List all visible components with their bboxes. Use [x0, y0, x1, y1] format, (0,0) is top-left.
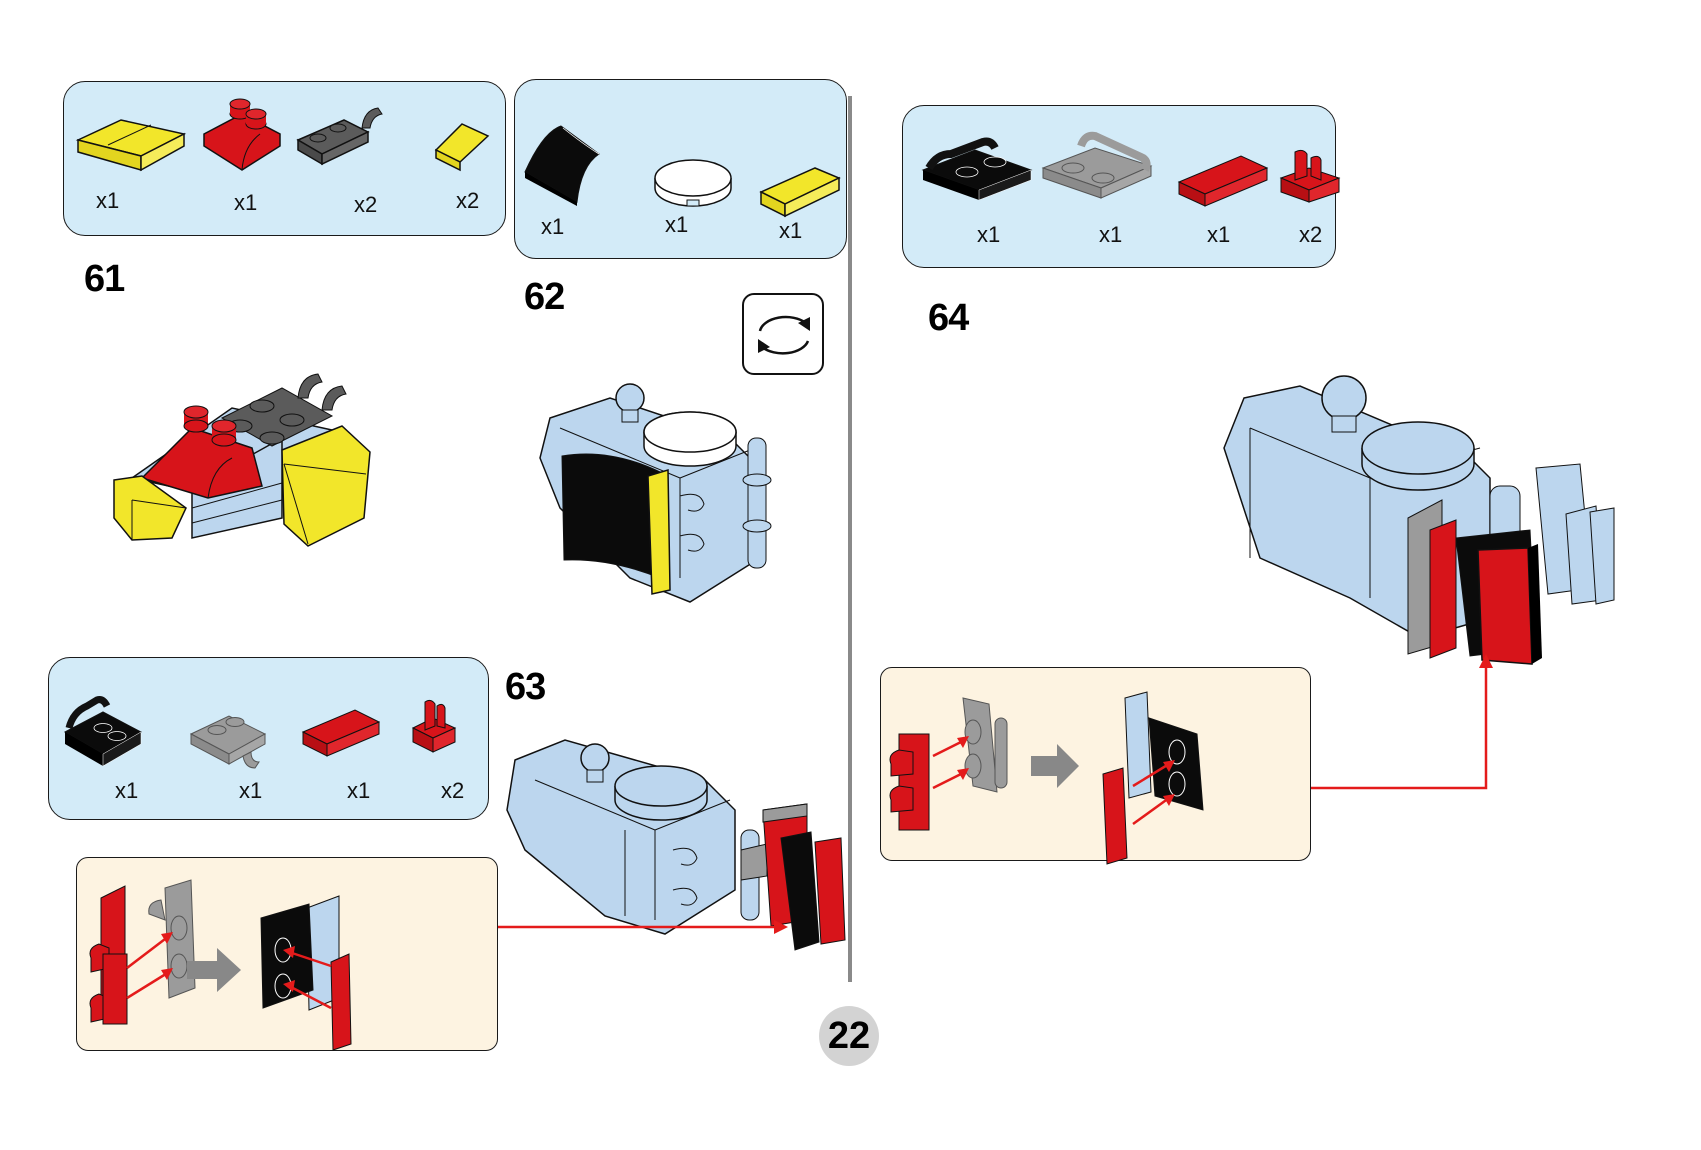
step-64-model — [1223, 375, 1615, 665]
step-64-connector-arrow — [1311, 654, 1493, 790]
black-handle-plate-icon — [921, 137, 1033, 201]
black-handle-plate-icon — [63, 696, 143, 767]
yellow-tile-icon — [759, 167, 841, 218]
gray-handle-plate-icon — [1041, 131, 1153, 199]
part-qty: x1 — [239, 778, 263, 803]
step-number-64: 64 — [928, 297, 969, 339]
step-63-parts-box: x1 x1 x1 x2 — [48, 657, 489, 820]
step-64-parts-box: x1 x1 x1 x2 — [902, 105, 1341, 268]
page-number-badge: 22 — [819, 1006, 879, 1066]
step-64-subassembly-box — [880, 667, 1311, 865]
part-qty: x1 — [1207, 222, 1231, 247]
page-divider — [848, 96, 852, 982]
yellow-slope-brick-icon — [75, 119, 187, 172]
red-clip-tile-icon — [411, 699, 457, 753]
red-curved-slope-brick-icon — [203, 98, 281, 171]
subassembly-clips-to-plate — [89, 879, 352, 1051]
part-qty: x1 — [115, 778, 139, 803]
gray-clip-plate-icon — [189, 715, 267, 769]
part-qty: x1 — [977, 222, 1001, 247]
step-61-model — [113, 373, 371, 547]
part-qty: x1 — [96, 188, 120, 213]
part-qty: x1 — [234, 190, 258, 215]
part-qty: x1 — [541, 214, 565, 239]
red-clip-tile-icon — [1279, 149, 1341, 203]
step-63-subassembly-box — [76, 857, 498, 1051]
white-round-tile-icon — [654, 159, 732, 207]
part-qty: x1 — [779, 218, 803, 243]
red-tile-icon — [301, 709, 381, 757]
part-qty: x2 — [1299, 222, 1323, 247]
subassembly-clips-to-plate — [889, 691, 1204, 865]
black-curved-slope-icon — [524, 125, 600, 206]
part-qty: x2 — [441, 778, 465, 803]
part-qty: x1 — [1099, 222, 1123, 247]
step-61-parts-box: x1 x1 x2 x2 — [63, 81, 506, 236]
rotate-model-icon — [742, 293, 824, 375]
step-number-61: 61 — [84, 258, 125, 300]
part-qty: x1 — [665, 212, 689, 237]
part-qty: x2 — [354, 192, 378, 217]
dark-gray-clip-plate-icon — [296, 107, 383, 166]
step-number-62: 62 — [524, 276, 565, 318]
step-number-63: 63 — [505, 666, 546, 708]
step-63-connector-arrow — [498, 920, 788, 934]
part-qty: x1 — [347, 778, 371, 803]
step-62-parts-box: x1 x1 x1 — [514, 79, 847, 259]
yellow-small-slope-icon — [434, 123, 490, 172]
step-63-model — [506, 739, 846, 951]
step-62-model — [539, 383, 772, 603]
part-qty: x2 — [456, 188, 480, 213]
red-tile-icon — [1177, 155, 1269, 207]
